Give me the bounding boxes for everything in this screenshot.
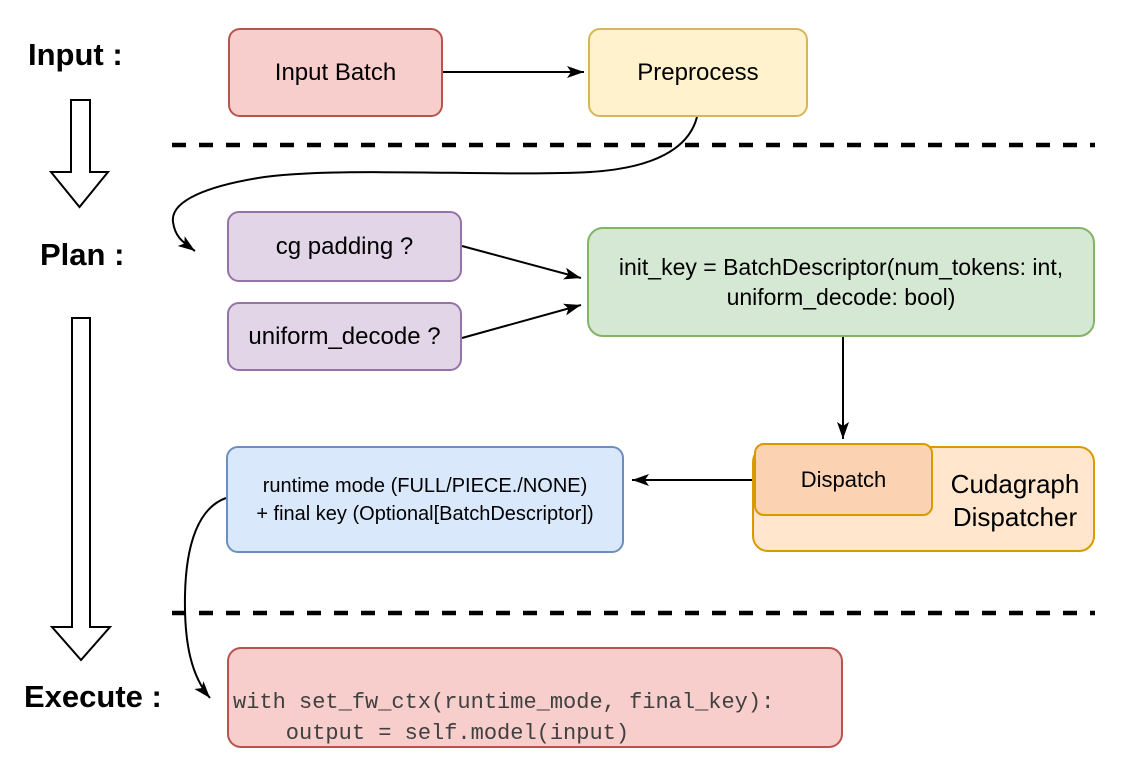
node-cudagraph-dispatcher-line1: Cudagraph xyxy=(950,469,1080,499)
arrow-runtime-mode-to-execute-code xyxy=(183,497,227,699)
node-dispatch: Dispatch xyxy=(754,443,933,516)
node-execute-code: with set_fw_ctx(runtime_mode, final_key)… xyxy=(227,647,843,748)
node-runtime-mode: runtime mode (FULL/PIECE./NONE) + final … xyxy=(226,446,624,553)
arrow-cg-padding-to-init-key xyxy=(461,245,582,280)
node-execute-code-line2: output = self.model(input) xyxy=(233,721,630,746)
node-init-key-line2: uniform_decode: bool) xyxy=(726,284,956,310)
arrow-preprocess-to-cg-padding xyxy=(171,116,698,252)
arrow-uniform-decode-to-init-key xyxy=(461,303,582,339)
node-cg-padding-label: cg padding ? xyxy=(275,232,414,260)
node-cudagraph-dispatcher-line2: Dispatcher xyxy=(952,502,1078,532)
node-preprocess-label: Preprocess xyxy=(637,58,759,86)
node-dispatch-label: Dispatch xyxy=(800,466,887,492)
node-cudagraph-dispatcher-label: Cudagraph Dispatcher xyxy=(935,468,1095,534)
phase-arrow-input-to-plan xyxy=(48,99,111,209)
label-plan-stage: Plan : xyxy=(40,237,125,272)
phase-arrow-plan-to-execute xyxy=(49,317,113,662)
node-input-batch: Input Batch xyxy=(228,28,443,117)
node-init-key: init_key = BatchDescriptor(num_tokens: i… xyxy=(587,227,1095,337)
label-execute-stage: Execute : xyxy=(24,679,162,714)
node-input-batch-label: Input Batch xyxy=(274,58,397,86)
node-runtime-mode-line1: runtime mode (FULL/PIECE./NONE) xyxy=(262,474,588,497)
node-execute-code-line1: with set_fw_ctx(runtime_mode, final_key)… xyxy=(233,690,775,715)
node-preprocess: Preprocess xyxy=(588,28,808,117)
node-runtime-mode-line2: + final key (Optional[BatchDescriptor]) xyxy=(256,502,594,525)
node-init-key-line1: init_key = BatchDescriptor(num_tokens: i… xyxy=(618,254,1064,280)
node-uniform-decode: uniform_decode ? xyxy=(227,302,462,371)
node-cg-padding: cg padding ? xyxy=(227,211,462,282)
label-input-stage: Input : xyxy=(28,37,123,72)
node-uniform-decode-label: uniform_decode ? xyxy=(248,322,441,350)
